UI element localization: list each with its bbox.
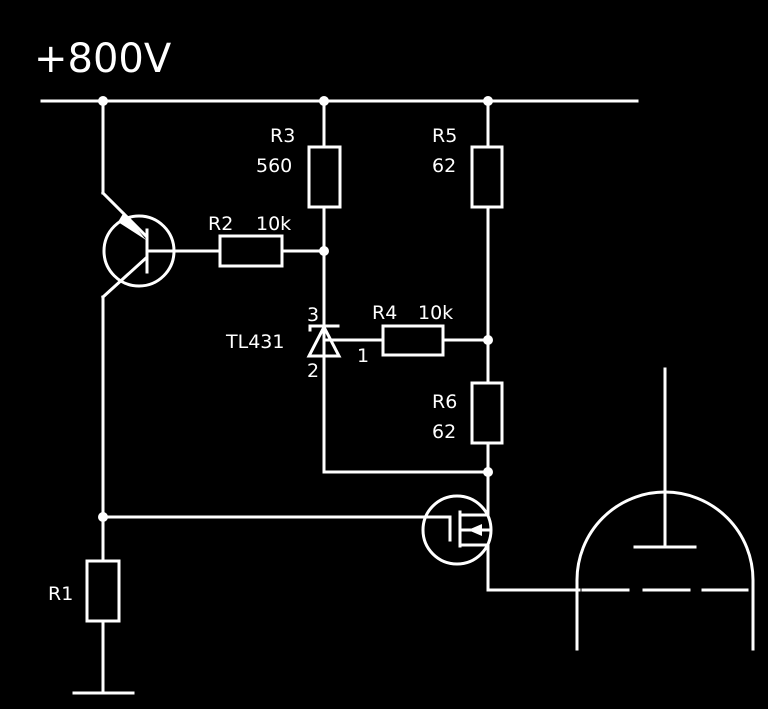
r1-ref-label: R1 — [48, 583, 73, 605]
resistor-r6 — [470, 381, 504, 502]
vacuum-tube — [575, 367, 755, 651]
r5-ref-label: R5 — [432, 125, 457, 147]
r2-ref-label: R2 — [208, 213, 233, 235]
resistor-r3 — [307, 99, 342, 327]
resistor-r5 — [470, 99, 504, 385]
resistor-r1 — [72, 559, 135, 695]
junction-dot — [98, 512, 108, 522]
supply-voltage-label: +800V — [34, 36, 172, 82]
tl431-shunt-regulator — [306, 323, 385, 474]
junction-dot — [483, 467, 493, 477]
pnp-transistor — [100, 99, 222, 562]
r6-value-label: 62 — [432, 421, 456, 443]
r3-ref-label: R3 — [270, 125, 295, 147]
tl431-pin3-label: 3 — [307, 304, 319, 326]
r5-value-label: 62 — [432, 155, 456, 177]
r3-value-label: 560 — [256, 155, 292, 177]
resistor-r2 — [218, 234, 326, 268]
tl431-label: TL431 — [225, 331, 284, 353]
mosfet — [101, 494, 581, 592]
r2-value-label: 10k — [256, 213, 291, 235]
r4-ref-label: R4 — [372, 302, 397, 324]
resistor-r4 — [381, 324, 490, 357]
r4-value-label: 10k — [418, 302, 453, 324]
tl431-pin2-label: 2 — [307, 360, 319, 382]
tl431-pin1-label: 1 — [357, 345, 369, 367]
r6-ref-label: R6 — [432, 391, 457, 413]
